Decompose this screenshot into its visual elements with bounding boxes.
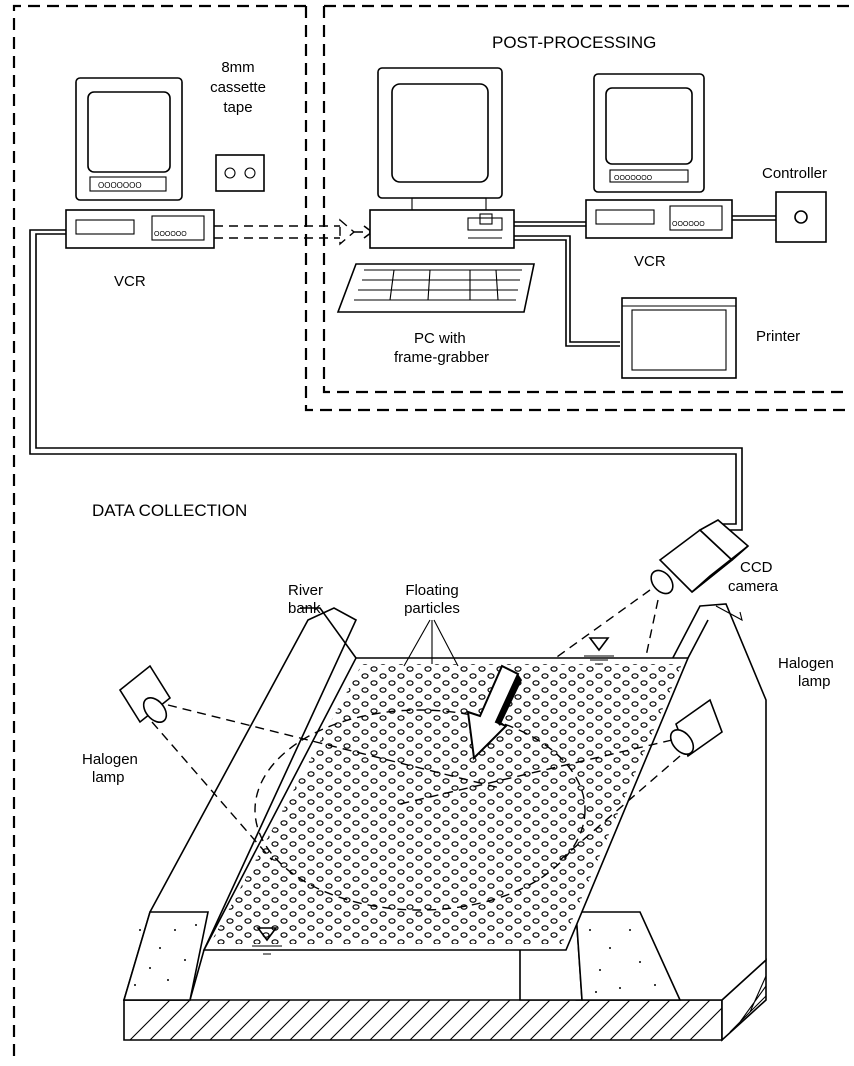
cassette-label-3: tape	[223, 99, 252, 116]
halogen-left-label-1: Halogen	[82, 751, 138, 768]
cassette-icon	[215, 154, 265, 192]
cassette-label-1: 8mm	[221, 59, 254, 76]
ccd-label-2: camera	[728, 578, 779, 595]
tape-transfer-arrow	[214, 218, 374, 246]
monitor-icon	[377, 67, 503, 211]
halogen-right-label-2: lamp	[798, 673, 831, 690]
floating-label-1: Floating	[405, 582, 458, 599]
vcr-right-label: VCR	[634, 253, 666, 270]
keyboard-icon	[336, 263, 535, 313]
printer-icon	[621, 297, 737, 379]
monitor-icon: OOOOOOO	[593, 73, 705, 193]
svg-text:OOOOOOO: OOOOOOO	[614, 175, 653, 182]
post-processing-frame	[304, 4, 850, 412]
post-processing-title: POST-PROCESSING	[492, 33, 656, 52]
halogen-lamp-icon	[669, 698, 723, 758]
water-level-icon	[252, 927, 282, 955]
vcr-left-label: VCR	[114, 273, 146, 290]
data-collection-title: DATA COLLECTION	[92, 501, 247, 520]
water-level-icon	[584, 637, 614, 665]
pc-label-1: PC with	[414, 330, 466, 347]
observation-area	[254, 709, 586, 911]
vcr-icon: OOOOOO	[585, 199, 733, 239]
halogen-right-label-1: Halogen	[778, 655, 834, 672]
controller-icon	[775, 191, 827, 243]
camera-cable	[29, 229, 743, 531]
controller-label: Controller	[762, 165, 827, 182]
lamp-pointer	[715, 605, 743, 622]
vcr-icon: OOOOOO	[65, 209, 215, 249]
svg-text:OOOOOO: OOOOOO	[672, 221, 705, 228]
particles-pointer	[403, 619, 459, 667]
cassette-label-2: cassette	[210, 79, 266, 96]
river-bank-label-1: River	[288, 582, 323, 599]
halogen-left-label-2: lamp	[92, 769, 125, 786]
floating-label-2: particles	[404, 600, 460, 617]
printer-label: Printer	[756, 328, 800, 345]
data-collection-frame	[12, 4, 306, 1056]
flow-arrow-icon	[466, 664, 522, 761]
halogen-lamp-icon	[118, 664, 172, 724]
monitor-icon: OOOOOOO	[75, 77, 183, 201]
pc-label-2: frame-grabber	[394, 349, 489, 366]
ccd-label-1: CCD	[740, 559, 773, 576]
floating-particles-field	[210, 664, 682, 944]
ccd-camera-icon	[650, 519, 750, 595]
river-bank-label-2: bank	[288, 600, 321, 617]
svg-text:OOOOOO: OOOOOO	[154, 231, 187, 238]
svg-text:OOOOOOO: OOOOOOO	[98, 181, 142, 190]
pc-icon	[369, 209, 515, 249]
